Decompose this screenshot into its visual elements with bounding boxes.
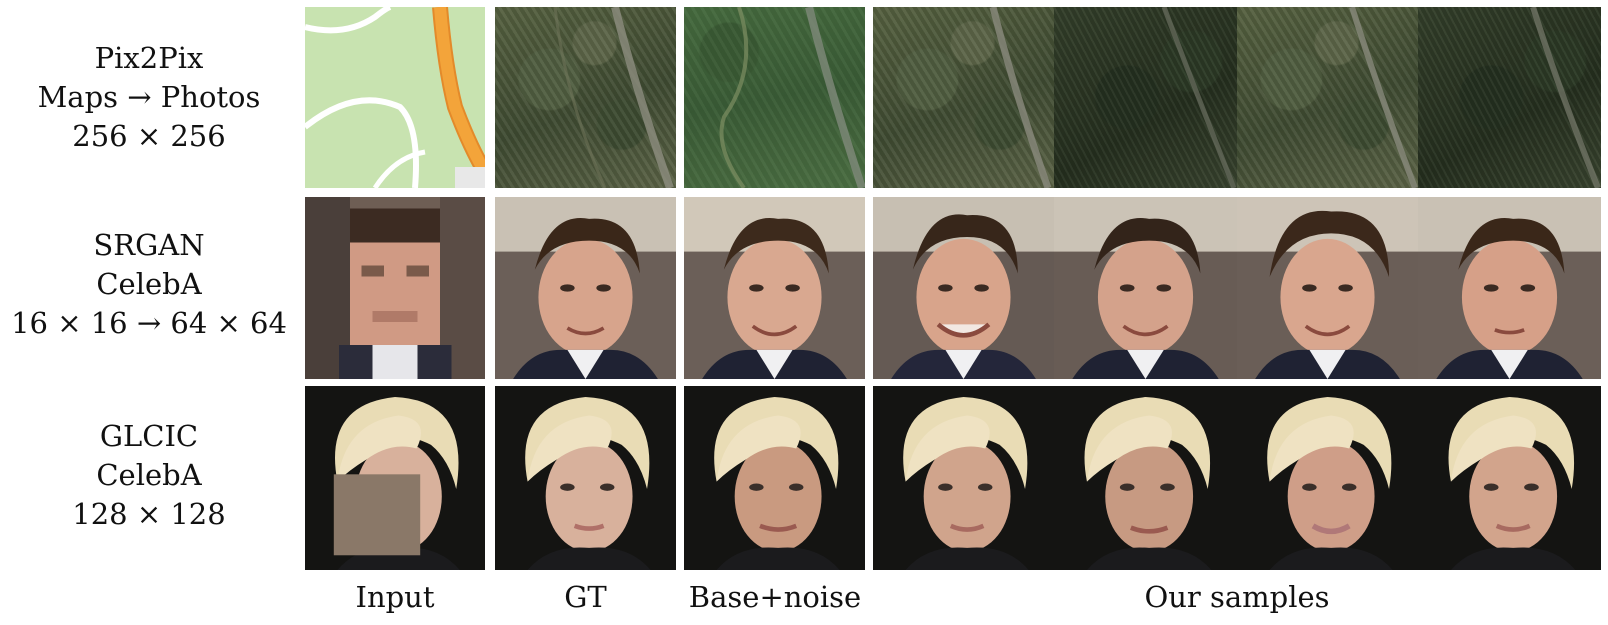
row-label-line: Maps → Photos <box>37 80 261 114</box>
map-base-noise-image <box>684 7 865 188</box>
srgan-sample-2-image <box>1054 197 1237 379</box>
glcic-sample-1-image <box>873 386 1054 570</box>
srgan-base-noise-image <box>684 197 865 379</box>
srgan-input-image <box>305 197 485 379</box>
row-label-pix2pix: Pix2Pix Maps → Photos 256 × 256 <box>0 39 298 156</box>
caption-our-samples: Our samples <box>1144 580 1330 614</box>
glcic-gt-image <box>495 386 676 570</box>
row-label-line: GLCIC <box>99 419 199 453</box>
row-label-line: SRGAN <box>93 228 205 262</box>
row-label-glcic: GLCIC CelebA 128 × 128 <box>0 417 298 534</box>
srgan-sample-3-image <box>1237 197 1418 379</box>
glcic-base-noise-image <box>684 386 865 570</box>
map-sample-3-image <box>1237 7 1418 188</box>
map-input-image <box>305 7 485 188</box>
row-label-line: 256 × 256 <box>72 119 226 153</box>
glcic-sample-4-image <box>1418 386 1601 570</box>
map-gt-image <box>495 7 676 188</box>
row-label-srgan: SRGAN CelebA 16 × 16 → 64 × 64 <box>0 226 298 343</box>
row-label-line: CelebA <box>96 267 202 301</box>
caption-input: Input <box>355 580 435 614</box>
row-label-line: CelebA <box>96 458 202 492</box>
map-sample-1-image <box>873 7 1054 188</box>
glcic-sample-2-image <box>1054 386 1237 570</box>
map-sample-2-image <box>1054 7 1237 188</box>
row-label-line: 128 × 128 <box>72 497 226 531</box>
glcic-input-image <box>305 386 485 570</box>
glcic-sample-3-image <box>1237 386 1418 570</box>
caption-base-noise: Base+noise <box>688 580 862 614</box>
caption-gt: GT <box>564 580 607 614</box>
srgan-gt-image <box>495 197 676 379</box>
row-label-line: Pix2Pix <box>94 41 204 75</box>
srgan-sample-4-image <box>1418 197 1601 379</box>
row-label-line: 16 × 16 → 64 × 64 <box>11 306 287 340</box>
srgan-sample-1-image <box>873 197 1054 379</box>
map-sample-4-image <box>1418 7 1601 188</box>
